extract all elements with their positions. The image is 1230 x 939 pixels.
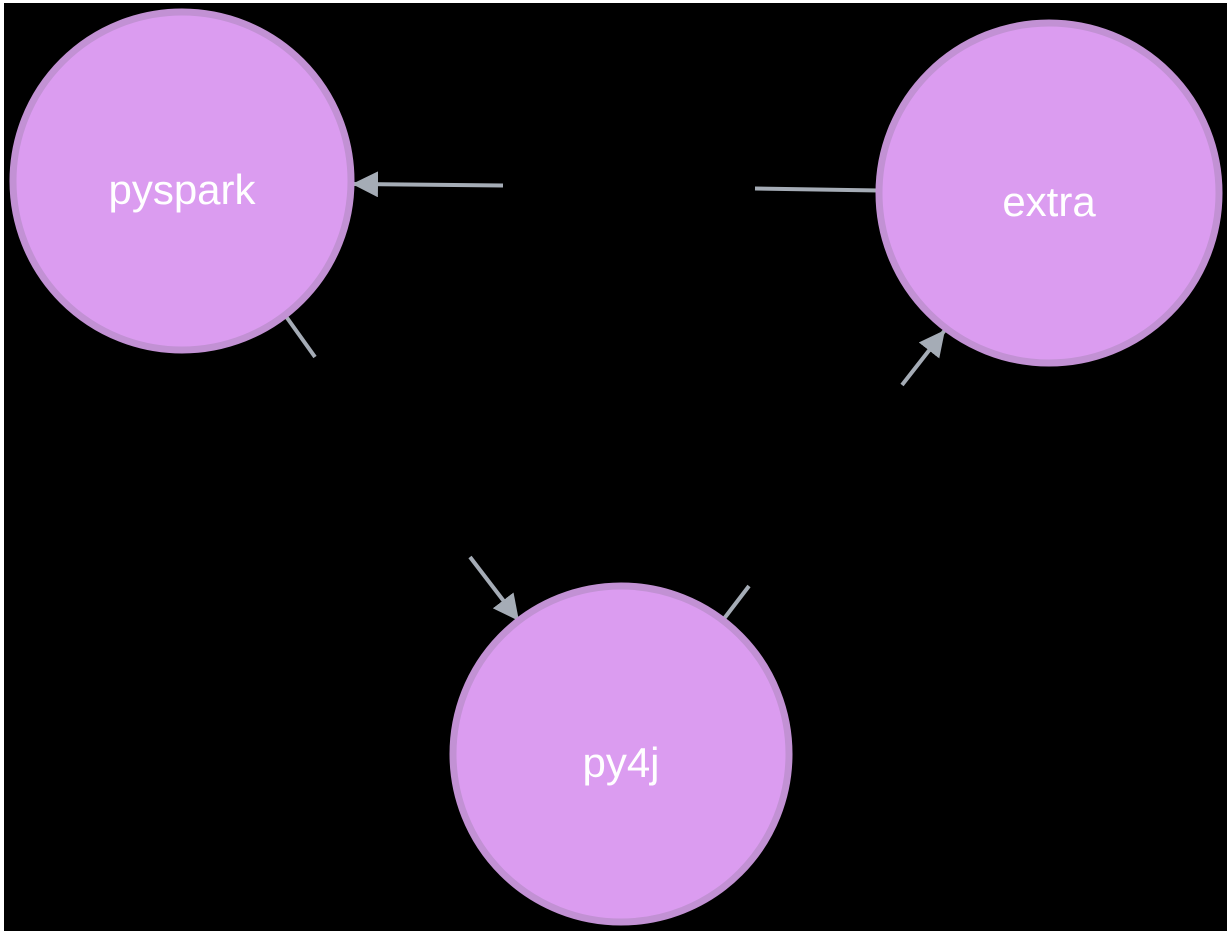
edge-extra-to-pyspark-arrow-line xyxy=(351,171,504,198)
edge-pyspark-to-py4j xyxy=(283,313,521,623)
node-pyspark-circle[interactable] xyxy=(9,8,355,354)
node-pyspark[interactable]: pyspark xyxy=(9,8,355,354)
node-extra[interactable]: extra xyxy=(875,19,1223,367)
node-py4j-circle[interactable] xyxy=(449,582,793,926)
edge-py4j-to-extra xyxy=(721,328,947,622)
edge-extra-to-pyspark xyxy=(351,171,880,198)
edge-extra-to-pyspark-source-stub xyxy=(754,186,880,193)
node-extra-circle[interactable] xyxy=(875,19,1223,367)
edge-py4j-to-extra-source-stub xyxy=(721,584,751,622)
node-py4j[interactable]: py4j xyxy=(449,582,793,926)
edge-py4j-to-extra-arrow-line xyxy=(900,328,947,387)
edge-pyspark-to-py4j-source-stub xyxy=(283,313,317,359)
edge-pyspark-to-py4j-arrow-line xyxy=(468,555,521,623)
